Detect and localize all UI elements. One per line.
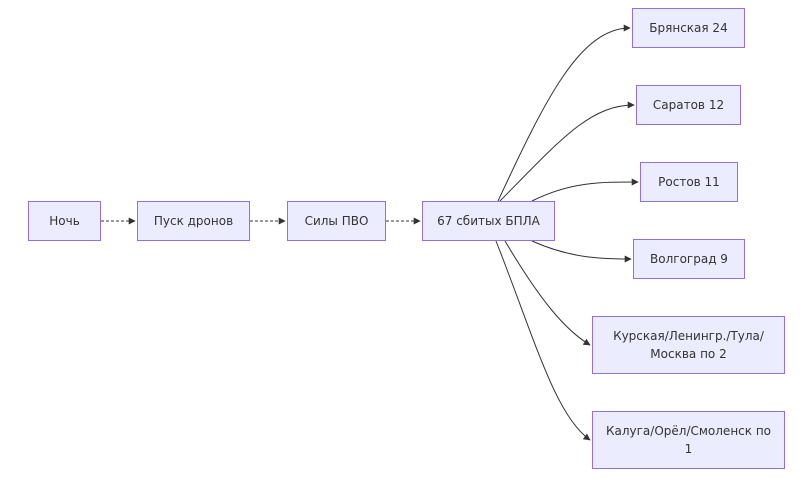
- edge-downed-to-rostov: [531, 178, 639, 202]
- node-regions-one-each-label: Калуга/Орёл/Смоленск по 1: [605, 424, 772, 456]
- node-air-defense: Силы ПВО: [287, 201, 386, 241]
- node-regions-two-each-label: Курская/Ленингр./Тула/ Москва по 2: [613, 329, 764, 361]
- node-bryansk: Брянская 24: [632, 8, 745, 48]
- node-volgograd: Волгоград 9: [633, 239, 745, 279]
- node-air-defense-label: Силы ПВО: [304, 214, 369, 228]
- node-bryansk-label: Брянская 24: [649, 21, 728, 35]
- node-downed-drones-label: 67 сбитых БПЛА: [437, 214, 540, 228]
- node-downed-drones: 67 сбитых БПЛА: [422, 201, 555, 241]
- node-volgograd-label: Волгоград 9: [650, 252, 728, 266]
- node-drone-launch-label: Пуск дронов: [153, 214, 234, 228]
- node-rostov: Ростов 11: [640, 162, 738, 202]
- edge-downed-to-group-one: [495, 240, 591, 441]
- edge-downed-to-bryansk: [497, 24, 631, 202]
- edge-downed-to-group-two: [504, 240, 591, 346]
- node-regions-two-each: Курская/Ленингр./Тула/ Москва по 2: [592, 316, 785, 374]
- node-saratov: Саратов 12: [636, 85, 741, 125]
- node-night-label: Ночь: [49, 214, 80, 228]
- node-drone-launch: Пуск дронов: [137, 201, 250, 241]
- node-night: Ночь: [28, 201, 101, 241]
- edge-downed-to-volgograd: [531, 240, 632, 263]
- edge-downed-to-saratov: [499, 101, 635, 202]
- node-saratov-label: Саратов 12: [652, 98, 725, 112]
- node-regions-one-each: Калуга/Орёл/Смоленск по 1: [592, 411, 785, 469]
- node-rostov-label: Ростов 11: [658, 175, 720, 189]
